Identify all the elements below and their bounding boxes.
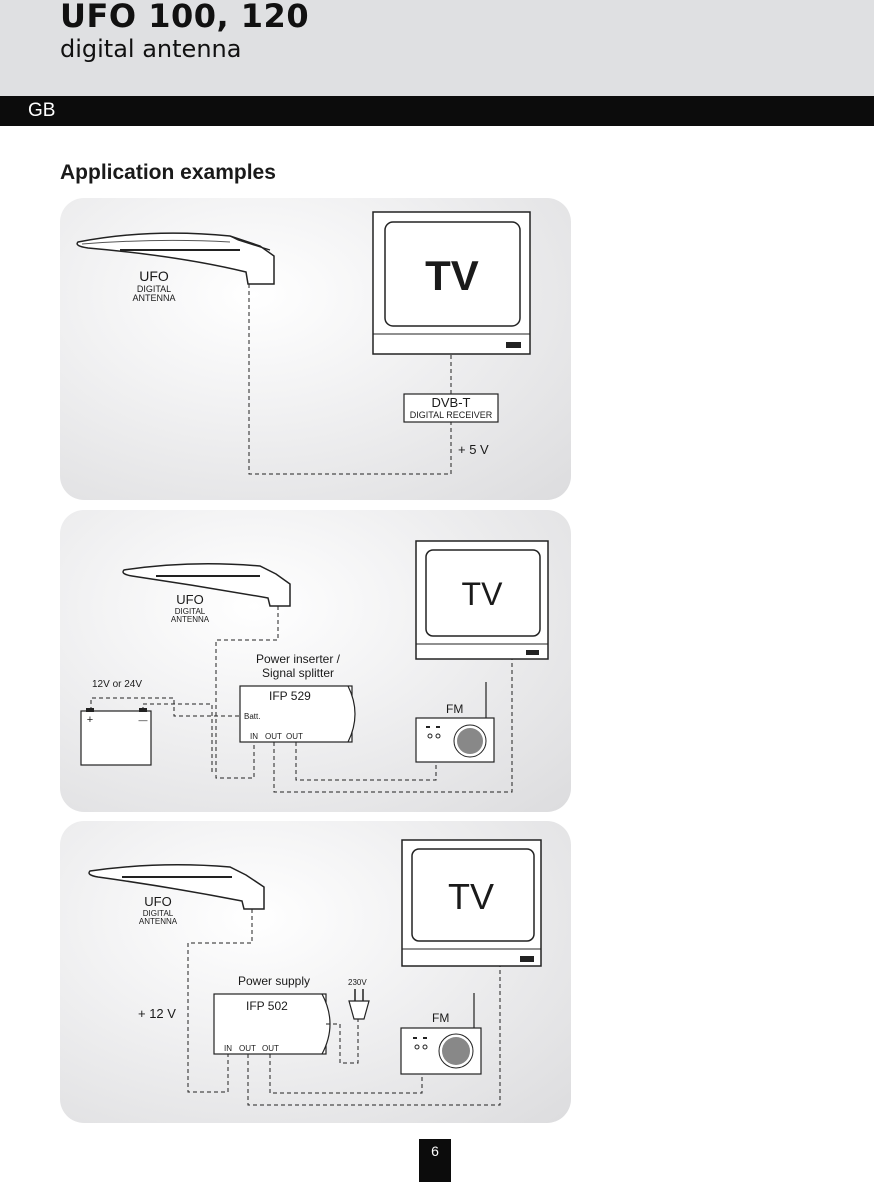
document-title: UFO 100, 120 (60, 0, 310, 35)
port-in-label: IN (250, 732, 258, 741)
mains-plug-icon (348, 989, 370, 1020)
example-panel-1: UFO DIGITAL ANTENNA TV DVB-T DIGITAL REC… (60, 198, 571, 500)
page-number: 6 (431, 1143, 439, 1159)
fm-radio (415, 682, 495, 763)
tv-label: TV (448, 876, 494, 917)
antenna-label-line2: ANTENNA (132, 293, 175, 303)
power-inserter-device (239, 685, 356, 743)
port-out2-label: OUT (286, 732, 303, 741)
tv-set (372, 211, 531, 355)
header-band: UFO 100, 120 digital antenna (0, 0, 874, 96)
antenna-illustration (88, 864, 265, 910)
antenna-illustration (122, 563, 291, 607)
inserter-title-2: Signal splitter (262, 666, 334, 680)
port-out1-label: OUT (239, 1044, 256, 1053)
antenna-name: UFO (144, 894, 171, 909)
page-number-box: 6 (419, 1139, 451, 1182)
plug-voltage-label: 230V (348, 978, 367, 987)
voltage-label: + 5 V (458, 442, 489, 457)
voltage-label: + 12 V (138, 1006, 176, 1021)
antenna-label-line1: DIGITAL (143, 909, 174, 918)
antenna-label-line1: DIGITAL (137, 284, 171, 294)
section-title: Application examples (60, 161, 276, 184)
battery (80, 708, 152, 766)
power-supply-device (213, 993, 331, 1055)
device-model: IFP 529 (269, 689, 311, 703)
radio-label: FM (432, 1011, 449, 1025)
port-in-label: IN (224, 1044, 232, 1053)
port-out1-label: OUT (265, 732, 282, 741)
cables (90, 606, 513, 793)
example-panel-2: UFO DIGITAL ANTENNA TV Power inserter / … (60, 510, 571, 812)
antenna-illustration (76, 232, 275, 285)
antenna-name: UFO (139, 268, 169, 284)
tv-label: TV (425, 252, 479, 299)
port-out2-label: OUT (262, 1044, 279, 1053)
document-subtitle: digital antenna (60, 35, 242, 63)
antenna-label-line2: ANTENNA (171, 615, 210, 624)
battery-minus: — (139, 715, 148, 725)
antenna-name: UFO (176, 592, 203, 607)
fm-radio (400, 993, 482, 1075)
language-bar: GB (0, 96, 874, 126)
antenna-label-line1: DIGITAL (175, 607, 206, 616)
example-panel-3: UFO DIGITAL ANTENNA TV Power supply IFP … (60, 821, 571, 1123)
battery-voltage-label: 12V or 24V (92, 679, 142, 690)
antenna-label-line2: ANTENNA (139, 917, 178, 926)
inserter-title-1: Power inserter / (256, 652, 341, 666)
battery-port-label: Batt. (244, 712, 260, 721)
supply-title: Power supply (238, 974, 310, 988)
cables (187, 909, 501, 1106)
language-code: GB (28, 100, 56, 121)
tv-set (415, 540, 549, 660)
tv-label: TV (462, 576, 504, 612)
receiver-sub: DIGITAL RECEIVER (410, 410, 493, 420)
device-model: IFP 502 (246, 999, 288, 1013)
battery-plus: + (87, 714, 93, 726)
tv-set (401, 839, 542, 967)
signal-cable (248, 284, 452, 475)
receiver-name: DVB-T (432, 395, 471, 410)
radio-label: FM (446, 702, 463, 716)
